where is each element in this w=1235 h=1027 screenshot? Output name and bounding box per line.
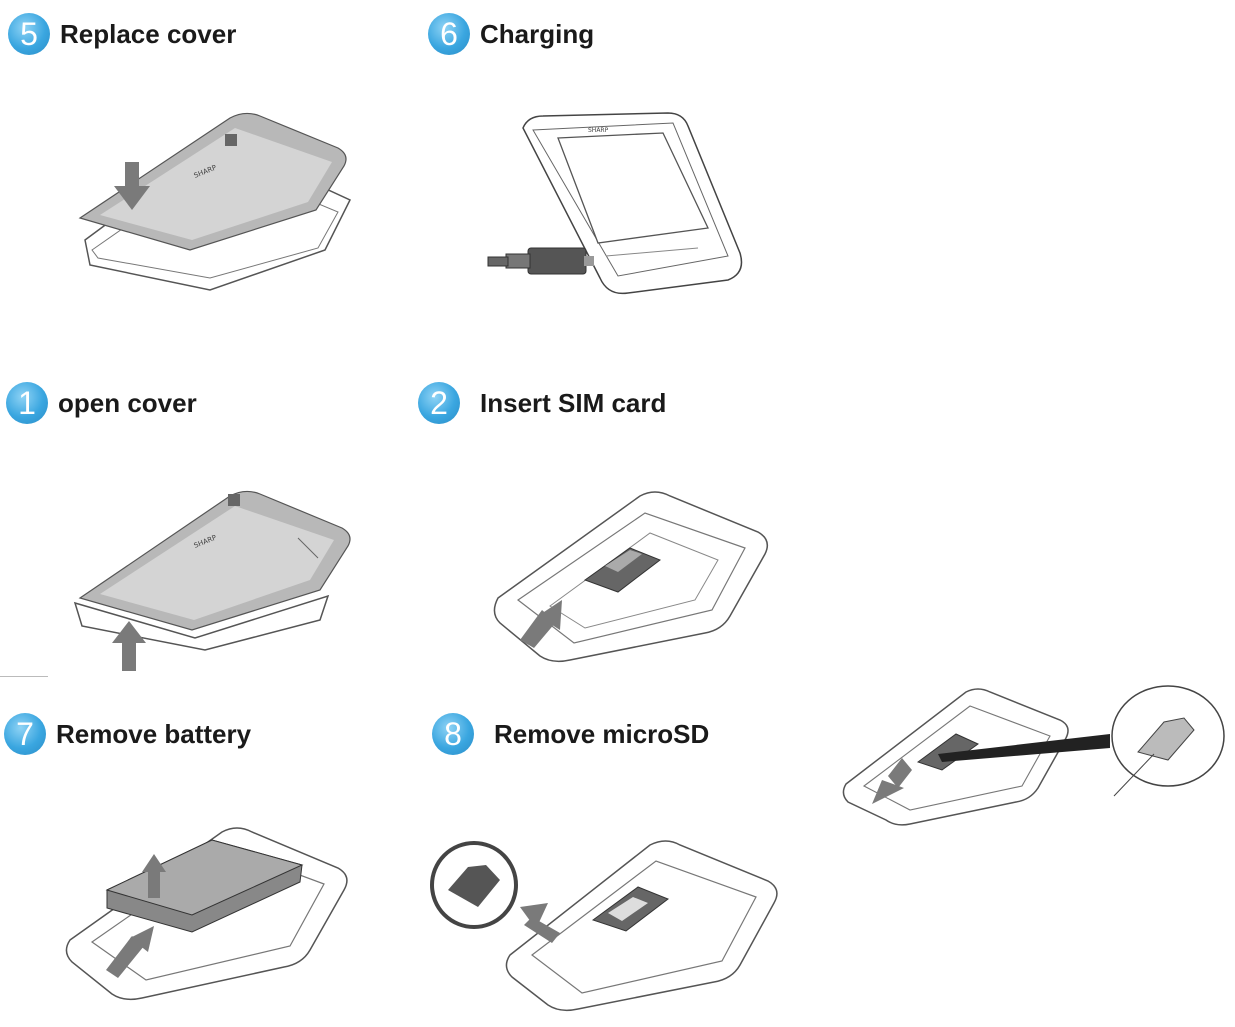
step-8-title: Remove microSD: [494, 719, 709, 750]
step-2-badge: 2: [418, 382, 460, 424]
svg-text:SHARP: SHARP: [588, 127, 609, 134]
charging-illustration: SHARP: [478, 108, 778, 298]
remove-battery-illustration: [62, 820, 352, 1005]
step-5-header: 5 Replace cover: [8, 12, 236, 56]
separator-line: [0, 676, 48, 677]
usb-plug-icon: [488, 248, 594, 274]
step-8-badge: 8: [432, 713, 474, 755]
step-1-title: open cover: [58, 388, 197, 419]
step-8-header: 8 Remove microSD: [432, 712, 709, 756]
microsd-card-icon: [432, 843, 516, 927]
open-cover-illustration: SHARP: [70, 478, 360, 678]
step-2-title: Insert SIM card: [480, 388, 666, 419]
remove-microsd-illustration: [428, 825, 788, 1015]
step-1-header: 1 open cover: [6, 381, 197, 425]
sim-detail-callout-illustration: [838, 684, 1234, 830]
step-6-header: 6 Charging: [428, 12, 594, 56]
step-2-header: 2 Insert SIM card: [418, 381, 666, 425]
insert-sim-illustration: [490, 488, 772, 668]
step-7-badge: 7: [4, 713, 46, 755]
magnifier-callout-icon: [1112, 686, 1224, 796]
step-6-title: Charging: [480, 19, 594, 50]
replace-cover-illustration: SHARP: [70, 100, 360, 295]
step-7-header: 7 Remove battery: [4, 712, 251, 756]
step-7-title: Remove battery: [56, 719, 251, 750]
step-1-badge: 1: [6, 382, 48, 424]
step-5-badge: 5: [8, 13, 50, 55]
step-5-title: Replace cover: [60, 19, 236, 50]
step-6-badge: 6: [428, 13, 470, 55]
